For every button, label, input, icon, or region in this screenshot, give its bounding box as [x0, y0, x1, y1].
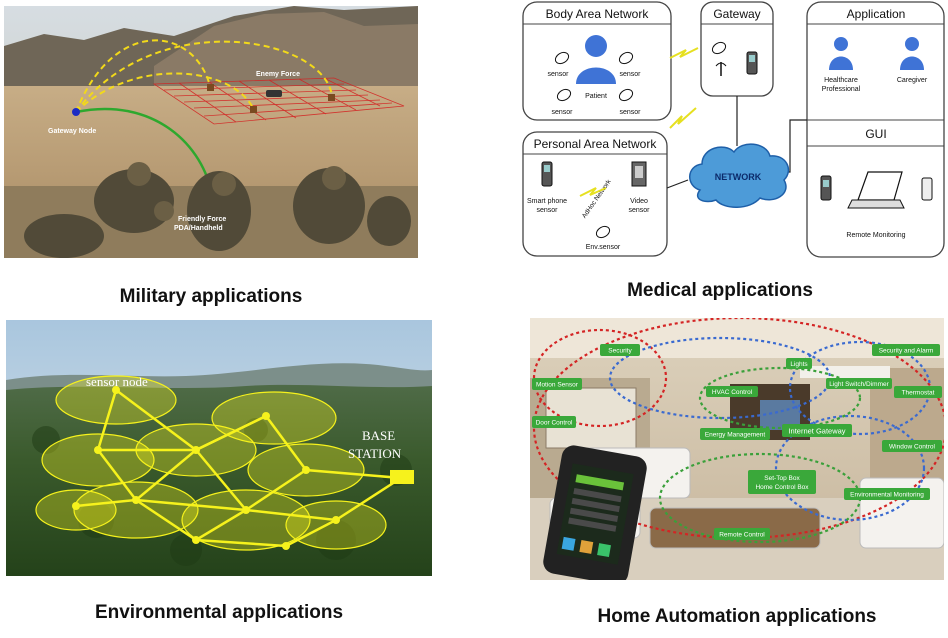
sensor-icon	[554, 51, 634, 102]
video-label: Video	[630, 198, 648, 205]
sensor-label: sensor	[547, 71, 569, 78]
sensor-label: sensor	[551, 109, 573, 116]
hvac-control-label: HVAC Control	[712, 389, 753, 396]
gateway-node-label: Gateway Node	[48, 128, 96, 135]
friendly-force-label: Friendly Force	[178, 216, 226, 223]
environmental-image: sensor node BASE STATION	[6, 320, 432, 576]
video-sensor-icon	[631, 161, 647, 187]
env-sensor-label: Env.sensor	[586, 244, 621, 251]
medical-caption: Medical applications	[627, 280, 813, 301]
sensor-label: sensor	[619, 71, 641, 78]
thermostat-label: Thermostat	[902, 390, 935, 397]
security-label: Security	[608, 348, 632, 355]
gateway-title: Gateway	[713, 7, 760, 21]
smartphone-sensor-label: sensor	[536, 207, 558, 214]
remote-control-label: Remote Control	[719, 532, 765, 539]
healthcare-label: Healthcare	[824, 77, 858, 84]
home-automation-caption: Home Automation applications	[597, 606, 877, 627]
home-automation-image: Security Lights Security and Alarm Motio…	[530, 318, 944, 580]
remote-monitoring-label: Remote Monitoring	[846, 232, 905, 239]
environmental-caption: Environmental applications	[94, 602, 344, 623]
video-sensor-label: sensor	[628, 207, 650, 214]
healthcare-professional-icon	[829, 37, 853, 70]
gateway-node-icon	[72, 108, 80, 116]
remote-devices-icon	[820, 171, 933, 209]
security-alarm-label: Security and Alarm	[879, 348, 934, 355]
smartphone-label: Smart phone	[527, 198, 567, 205]
patient-label: Patient	[585, 93, 607, 100]
smartphone-icon	[543, 445, 647, 580]
network-label: NETWORK	[715, 172, 762, 182]
lights-label: Lights	[790, 361, 808, 368]
medical-diagram: Body Area Network Patient sensor sensor …	[520, 0, 948, 262]
window-control-label: Window Control	[889, 444, 935, 451]
motion-sensor-label: Motion Sensor	[536, 382, 579, 389]
enemy-force-label: Enemy Force	[256, 71, 300, 78]
patient-icon	[576, 35, 616, 84]
wireless-link-icon	[669, 47, 699, 129]
home-control-box-label: Home Control Box	[755, 484, 809, 491]
ban-title: Body Area Network	[546, 7, 650, 21]
network-cloud-icon	[689, 143, 790, 208]
energy-management-label: Energy Management	[705, 432, 766, 439]
military-caption: Military applications	[119, 286, 303, 307]
personal-area-network-box	[522, 131, 668, 257]
settop-box-label: Set-Top Box	[764, 475, 800, 482]
sensor-label: sensor	[619, 109, 641, 116]
base-label: BASE	[362, 428, 395, 443]
env-sensor-icon	[595, 225, 611, 239]
body-area-network-box	[522, 1, 672, 121]
caregiver-label: Caregiver	[897, 77, 928, 84]
internet-gateway-label: Internet Gateway	[788, 427, 845, 436]
military-image: Gateway Node Enemy Force Friendly Force …	[4, 6, 418, 258]
door-control-label: Door Control	[536, 420, 573, 427]
professional-label: Professional	[822, 86, 861, 93]
application-title: Application	[847, 7, 906, 21]
light-switch-label: Light Switch/Dimmer	[829, 381, 889, 388]
base-station-icon	[390, 470, 414, 484]
station-label: STATION	[348, 446, 402, 461]
pan-title: Personal Area Network	[534, 137, 658, 151]
gateway-device-icon	[711, 41, 758, 76]
sensor-node-label: sensor node	[86, 374, 148, 389]
gui-title: GUI	[865, 127, 886, 141]
caregiver-icon	[900, 37, 924, 70]
env-monitoring-label: Environmental Monitoring	[850, 492, 924, 499]
pda-handheld-label: PDA/Handheld	[174, 225, 223, 232]
smartphone-icon	[541, 161, 553, 187]
